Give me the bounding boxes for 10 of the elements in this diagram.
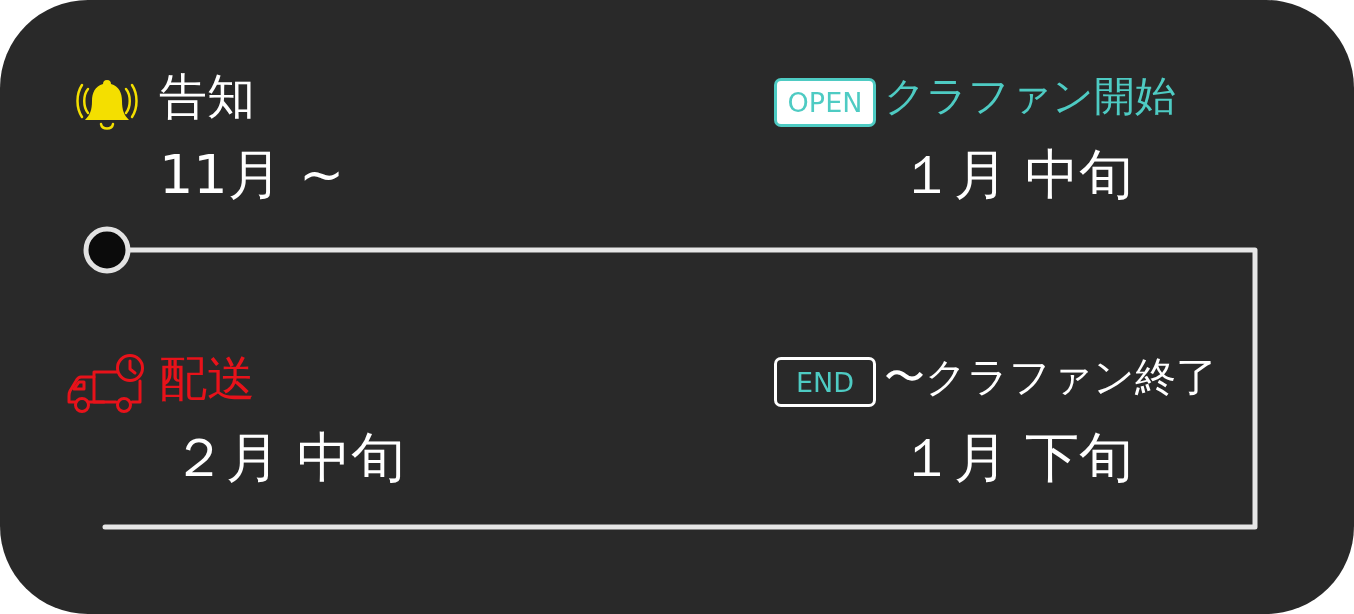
date-text: １月 中旬 (900, 145, 1134, 205)
heading-text: クラファン開始 (884, 74, 1176, 120)
heading-text: 配送 (159, 352, 255, 405)
date-text: １月 下旬 (900, 428, 1134, 488)
date-text: 11月 ~ (159, 145, 345, 205)
status-badge: OPEN (774, 78, 876, 127)
date-text: ２月 中旬 (172, 428, 406, 488)
status-badge: END (774, 357, 876, 407)
heading-text: 告知 (159, 70, 255, 123)
heading-text: 〜クラファン終了 (884, 355, 1217, 401)
